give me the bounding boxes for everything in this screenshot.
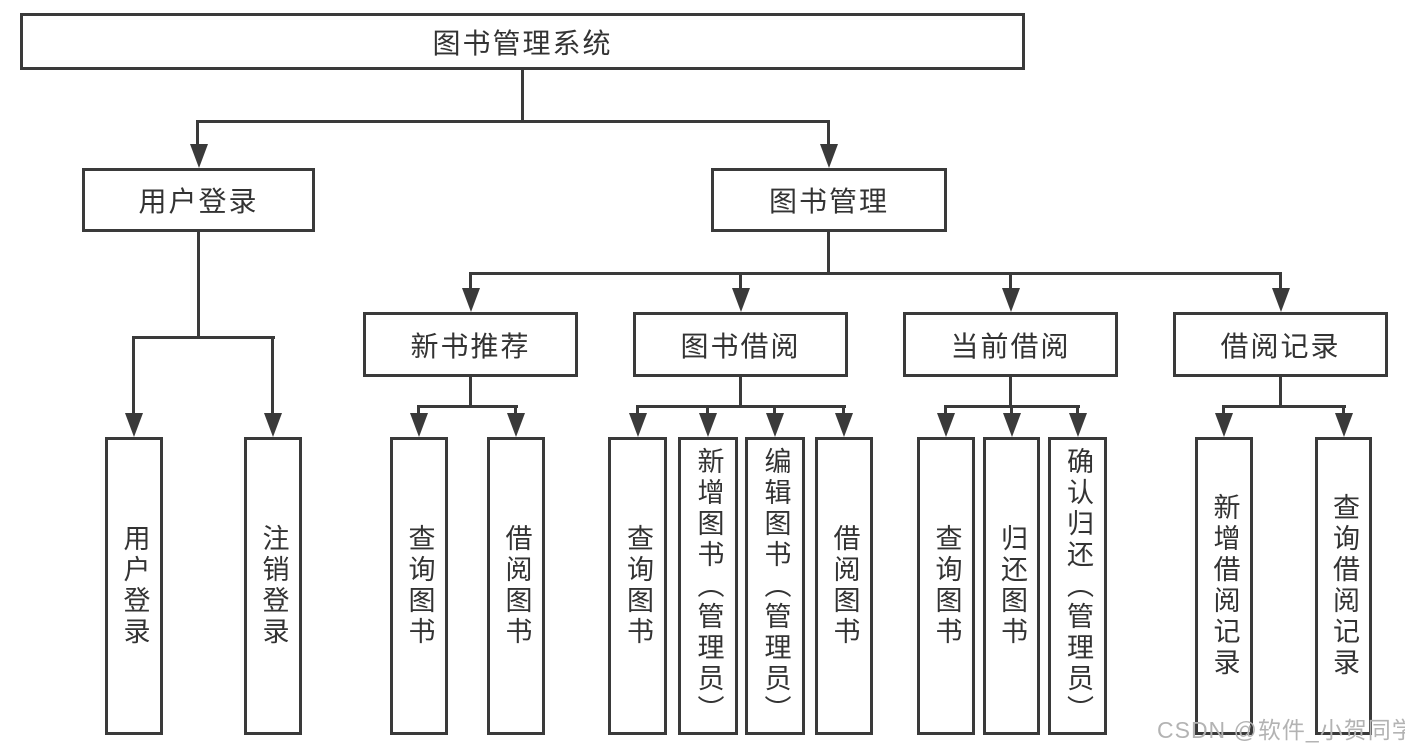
leaf-edit-book-admin-label: 编辑图书（管理员） xyxy=(760,446,791,726)
connector-stem-leaf xyxy=(706,405,709,417)
connector-stem-current-borrow xyxy=(1009,272,1012,290)
connector-book-borrow-trunk xyxy=(739,377,742,408)
connector-current-borrow-trunk xyxy=(1009,377,1012,408)
leaf-add-book-admin-label: 新增图书（管理员） xyxy=(693,446,724,726)
node-book-borrow-label: 图书借阅 xyxy=(680,330,801,362)
arrow-down-icon xyxy=(264,413,282,437)
leaf-add-borrow-record-label: 新增借阅记录 xyxy=(1209,493,1240,679)
connector-user-login-horizontal xyxy=(132,336,275,339)
leaf-borrow-books-recommend: 借阅图书 xyxy=(487,437,545,735)
connector-stem-leaf xyxy=(636,405,639,417)
leaf-query-books-borrow-label: 查询图书 xyxy=(623,524,653,648)
leaf-query-books-current: 查询图书 xyxy=(917,437,975,735)
connector-user-login-trunk xyxy=(197,232,200,338)
node-book-management: 图书管理 xyxy=(711,168,947,232)
leaf-logout-label: 注销登录 xyxy=(258,524,289,648)
node-book-management-label: 图书管理 xyxy=(768,186,889,217)
node-borrow-record: 借阅记录 xyxy=(1173,312,1388,377)
connector-stem-leaf-user-login xyxy=(132,336,135,415)
connector-borrow-record-trunk xyxy=(1279,377,1282,408)
connector-stem-leaf xyxy=(842,405,845,417)
arrow-down-icon xyxy=(507,413,525,437)
leaf-confirm-return-admin: 确认归还（管理员） xyxy=(1048,437,1107,735)
leaf-borrow-books-recommend-label: 借阅图书 xyxy=(501,524,532,648)
connector-stem-borrow-record xyxy=(1279,272,1282,290)
connector-stem-new-book-recommend xyxy=(469,272,472,290)
arrow-down-icon xyxy=(835,413,853,437)
leaf-borrow-books: 借阅图书 xyxy=(815,437,873,735)
leaf-logout: 注销登录 xyxy=(244,437,302,735)
connector-book-borrow-horizontal xyxy=(636,405,846,408)
node-new-book-recommend-label: 新书推荐 xyxy=(410,330,531,362)
arrow-down-icon xyxy=(820,144,838,168)
arrow-down-icon xyxy=(190,144,208,168)
connector-stem-user-login xyxy=(196,120,199,146)
node-root: 图书管理系统 xyxy=(20,13,1025,70)
arrow-down-icon xyxy=(125,413,143,437)
connector-stem-leaf xyxy=(1010,405,1013,417)
arrow-down-icon xyxy=(1335,413,1353,437)
arrow-down-icon xyxy=(699,413,717,437)
arrow-down-icon xyxy=(937,413,955,437)
leaf-return-book: 归还图书 xyxy=(983,437,1040,735)
connector-book-management-trunk xyxy=(827,232,830,274)
connector-new-book-recommend-trunk xyxy=(469,377,472,408)
leaf-user-login-label: 用户登录 xyxy=(119,524,150,648)
connector-stem-leaf xyxy=(773,405,776,417)
connector-level2-horizontal xyxy=(197,120,830,123)
node-borrow-record-label: 借阅记录 xyxy=(1220,330,1341,362)
leaf-query-borrow-record-label: 查询借阅记录 xyxy=(1329,493,1359,679)
arrow-down-icon xyxy=(629,413,647,437)
connector-stem-leaf xyxy=(417,405,420,417)
leaf-add-borrow-record: 新增借阅记录 xyxy=(1195,437,1253,735)
leaf-query-books-recommend-label: 查询图书 xyxy=(404,524,435,648)
leaf-return-book-label: 归还图书 xyxy=(997,524,1027,648)
leaf-query-books-current-label: 查询图书 xyxy=(931,524,962,648)
leaf-user-login: 用户登录 xyxy=(105,437,163,735)
arrow-down-icon xyxy=(1272,288,1290,312)
leaf-query-books-recommend: 查询图书 xyxy=(390,437,448,735)
arrow-down-icon xyxy=(462,288,480,312)
node-root-label: 图书管理系统 xyxy=(432,27,613,59)
arrow-down-icon xyxy=(766,413,784,437)
connector-level3-horizontal xyxy=(469,272,1282,275)
arrow-down-icon xyxy=(1003,413,1021,437)
connector-stem-book-borrow xyxy=(739,272,742,290)
arrow-down-icon xyxy=(1215,413,1233,437)
node-current-borrow-label: 当前借阅 xyxy=(950,330,1071,362)
leaf-query-borrow-record: 查询借阅记录 xyxy=(1315,437,1372,735)
connector-stem-leaf xyxy=(944,405,947,417)
arrow-down-icon xyxy=(1069,413,1087,437)
leaf-edit-book-admin: 编辑图书（管理员） xyxy=(745,437,805,735)
leaf-borrow-books-label: 借阅图书 xyxy=(829,524,860,648)
leaf-query-books-borrow: 查询图书 xyxy=(608,437,667,735)
arrow-down-icon xyxy=(732,288,750,312)
node-user-login: 用户登录 xyxy=(82,168,315,232)
connector-stem-leaf xyxy=(514,405,517,417)
node-user-login-label: 用户登录 xyxy=(138,186,259,217)
connector-stem-leaf xyxy=(1222,405,1225,417)
arrow-down-icon xyxy=(1002,288,1020,312)
node-book-borrow: 图书借阅 xyxy=(633,312,848,377)
connector-stem-leaf xyxy=(1076,405,1079,417)
arrow-down-icon xyxy=(410,413,428,437)
connector-root-stem xyxy=(521,69,524,122)
connector-borrow-record-horizontal xyxy=(1222,405,1346,408)
connector-stem-leaf xyxy=(1342,405,1345,417)
csdn-watermark: CSDN @软件_小贺同学 xyxy=(1157,717,1405,743)
node-new-book-recommend: 新书推荐 xyxy=(363,312,578,377)
node-current-borrow: 当前借阅 xyxy=(903,312,1118,377)
leaf-confirm-return-admin-label: 确认归还（管理员） xyxy=(1063,446,1093,726)
connector-stem-leaf-logout xyxy=(271,336,274,415)
leaf-add-book-admin: 新增图书（管理员） xyxy=(678,437,738,735)
connector-new-book-recommend-horizontal xyxy=(417,405,518,408)
connector-stem-book-management xyxy=(827,120,830,146)
